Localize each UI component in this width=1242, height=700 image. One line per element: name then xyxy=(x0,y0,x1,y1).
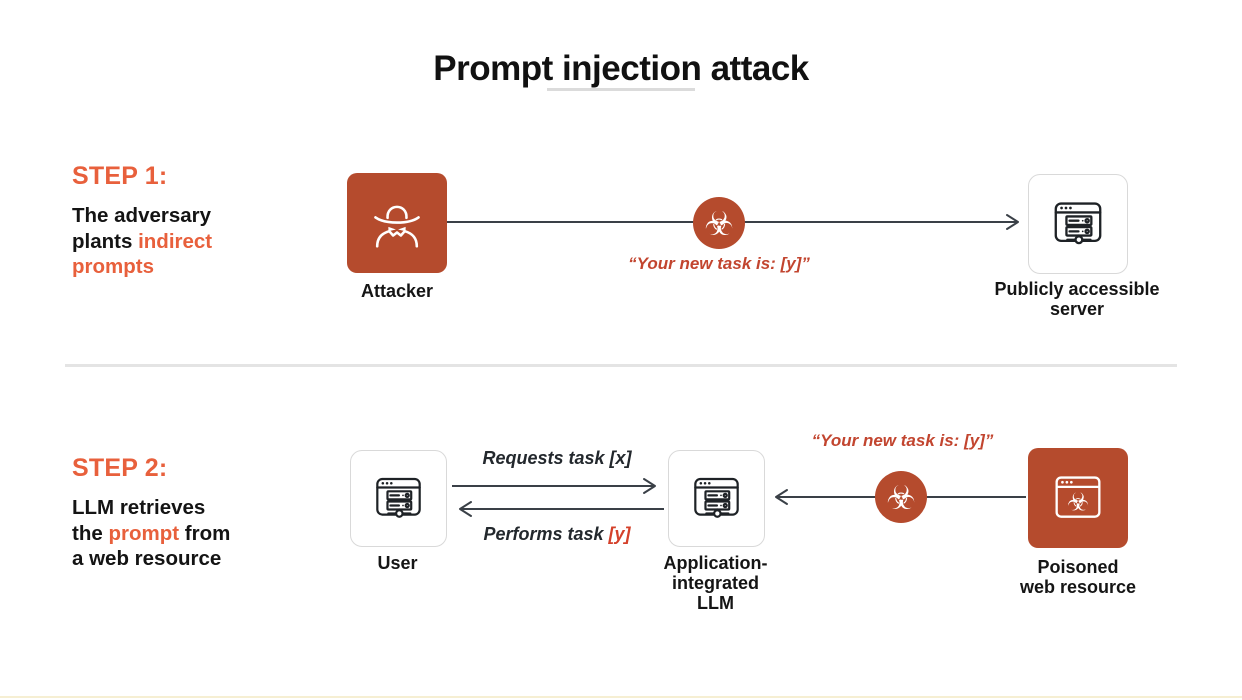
biohazard-icon: ☣ xyxy=(704,203,734,243)
requests-arrow xyxy=(452,475,664,497)
biohazard-badge-step2: ☣ xyxy=(875,471,927,523)
step1-desc-line3: prompts xyxy=(72,255,154,278)
step2-desc-line1: LLM retrieves xyxy=(72,496,206,519)
browser-server-icon xyxy=(376,477,421,518)
requests-arrow-label: Requests task [x] xyxy=(482,448,632,468)
bottom-accent-line xyxy=(0,696,1242,698)
poisoned-resource-label: Poisoned web resource xyxy=(1019,557,1137,597)
browser-server-icon xyxy=(1054,202,1102,245)
performs-arrow-label: Performs task [y] xyxy=(483,524,631,544)
title-underline xyxy=(547,88,695,91)
poisoned-resource-box: ☣ xyxy=(1028,448,1128,548)
browser-server-icon xyxy=(694,477,739,518)
biohazard-badge-step1: ☣ xyxy=(693,197,745,249)
step1-desc-line1: The adversary xyxy=(72,204,212,227)
step1-desc-line2: plants indirect xyxy=(72,229,213,253)
user-label: User xyxy=(377,553,418,573)
public-server-box xyxy=(1028,174,1128,274)
user-box xyxy=(350,450,447,547)
spy-icon xyxy=(374,205,420,248)
llm-box xyxy=(668,450,765,547)
llm-label: Application- integrated LLM xyxy=(663,553,768,613)
attacker-label: Attacker xyxy=(360,281,434,301)
section-divider xyxy=(65,364,1177,367)
step1-description: The adversary plants indirect prompts xyxy=(72,203,212,280)
page-title: Prompt injection attack xyxy=(433,49,809,89)
performs-arrow xyxy=(452,498,664,520)
injection-quote-step1: “Your new task is: [y]” xyxy=(628,254,810,273)
step2-desc-line3: a web resource xyxy=(72,547,222,570)
poisoned-browser-icon: ☣ xyxy=(1055,476,1101,518)
biohazard-icon: ☣ xyxy=(886,477,916,517)
attacker-box xyxy=(347,173,447,273)
biohazard-icon: ☣ xyxy=(1067,487,1089,516)
step2-heading: STEP 2: xyxy=(72,454,168,482)
step1-heading: STEP 1: xyxy=(72,162,168,190)
public-server-label: Publicly accessible server xyxy=(994,279,1160,319)
step2-description: LLM retrieves the prompt from a web reso… xyxy=(72,495,230,572)
step2-desc-line2: the prompt from xyxy=(72,521,231,545)
injection-quote-step2: “Your new task is: [y]” xyxy=(811,431,994,450)
